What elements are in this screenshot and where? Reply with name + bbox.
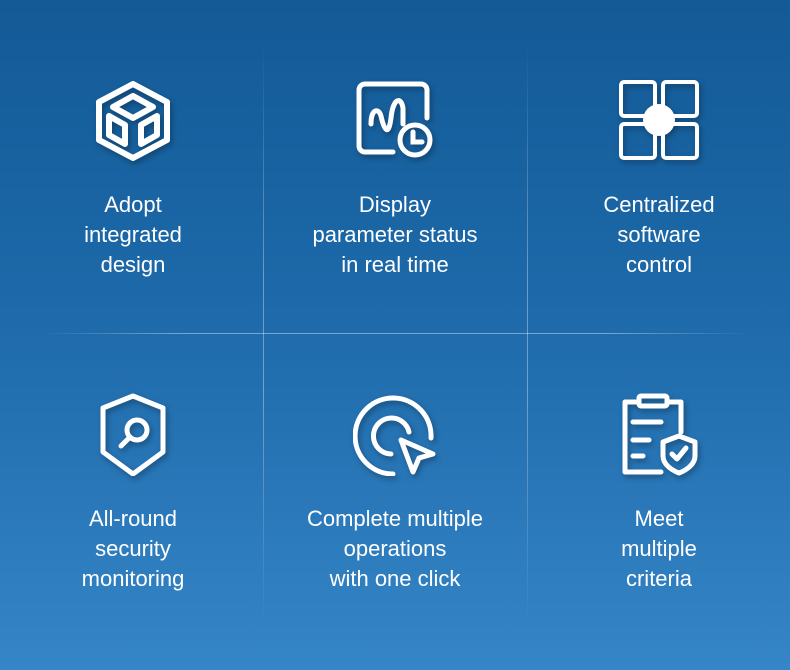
divider-vertical	[263, 45, 264, 625]
feature-security-monitoring: All-round security monitoring	[2, 392, 264, 594]
feature-integrated-design: Adopt integrated design	[2, 78, 264, 280]
label-line: operations	[343, 536, 447, 561]
label-line: Adopt	[104, 192, 162, 217]
divider-vertical	[527, 45, 528, 625]
grid-control-icon	[619, 80, 699, 160]
label-line: in real time	[341, 252, 449, 277]
clipboard-shield-icon	[622, 393, 698, 476]
click-cursor-icon	[353, 395, 436, 476]
feature-label: All-round security monitoring	[2, 504, 264, 594]
label-line: All-round	[88, 506, 178, 531]
label-line: integrated	[84, 222, 182, 247]
label-line: parameter status	[312, 222, 478, 247]
divider-horizontal	[40, 333, 750, 334]
feature-label: Complete multiple operations with one cl…	[264, 504, 526, 594]
feature-meet-criteria: Meet multiple criteria	[528, 392, 790, 594]
label-line: Complete multiple	[306, 506, 484, 531]
label-line: security	[95, 536, 171, 561]
feature-centralized-control: Centralized software control	[528, 78, 790, 280]
label-line: monitoring	[81, 566, 185, 591]
label-line: multiple	[621, 536, 697, 561]
feature-label: Adopt integrated design	[2, 190, 264, 280]
label-line: Display	[358, 192, 432, 217]
cube-icon	[96, 81, 170, 161]
label-line: with one click	[329, 566, 461, 591]
label-line: criteria	[625, 566, 692, 591]
label-line: control	[625, 252, 693, 277]
waveform-clock-icon	[356, 81, 433, 158]
feature-label: Display parameter status in real time	[264, 190, 526, 280]
label-line: design	[100, 252, 166, 277]
feature-label: Meet multiple criteria	[528, 504, 790, 594]
shield-search-icon	[100, 393, 166, 476]
label-line: software	[617, 222, 701, 247]
feature-label: Centralized software control	[528, 190, 790, 280]
label-line: Centralized	[603, 192, 715, 217]
label-line: Meet	[634, 506, 684, 531]
feature-one-click: Complete multiple operations with one cl…	[264, 392, 526, 594]
feature-display-status: Display parameter status in real time	[264, 78, 526, 280]
